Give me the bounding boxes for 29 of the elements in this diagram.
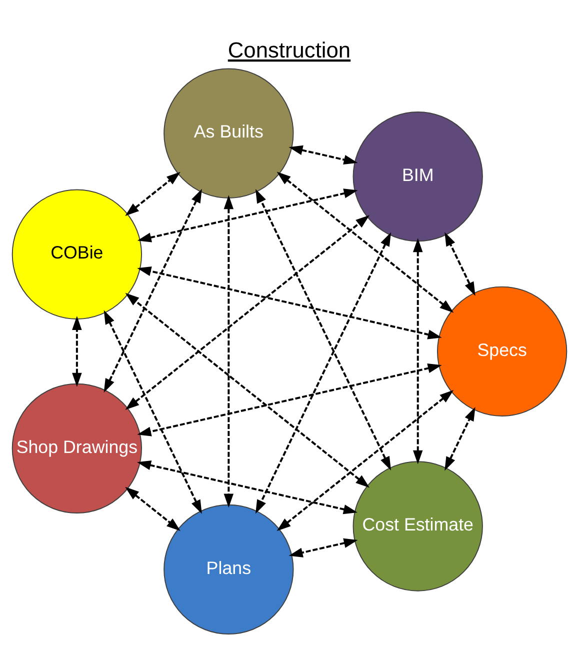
arrow: [125, 292, 370, 488]
arrow: [288, 145, 358, 164]
arrow: [137, 460, 358, 514]
arrow: [444, 232, 476, 296]
node-circle: As Builts: [164, 68, 294, 198]
arrow: [125, 172, 180, 216]
arrow: [255, 189, 392, 471]
arrow: [288, 538, 358, 558]
arrow: [137, 188, 358, 242]
diagram-title: Construction: [228, 37, 351, 62]
node-circle: Plans: [164, 504, 294, 635]
arrow: [72, 316, 82, 387]
node-circle: Shop Drawings: [12, 383, 142, 514]
node-circle: BIM: [352, 111, 483, 242]
arrow: [224, 195, 234, 508]
arrow: [412, 238, 423, 464]
arrow: [276, 390, 454, 532]
arrow: [104, 310, 202, 514]
arrow: [137, 266, 442, 340]
arrow: [125, 215, 370, 410]
node-circle: Specs: [436, 286, 568, 416]
arrow: [276, 172, 454, 313]
arrow: [444, 406, 476, 471]
arrow: [255, 232, 392, 514]
arrow: [125, 486, 180, 531]
arrow: [104, 188, 202, 393]
arrow: [137, 364, 442, 436]
node-circle: COBie: [12, 189, 142, 320]
node-circle: Cost Estimate: [352, 461, 483, 592]
